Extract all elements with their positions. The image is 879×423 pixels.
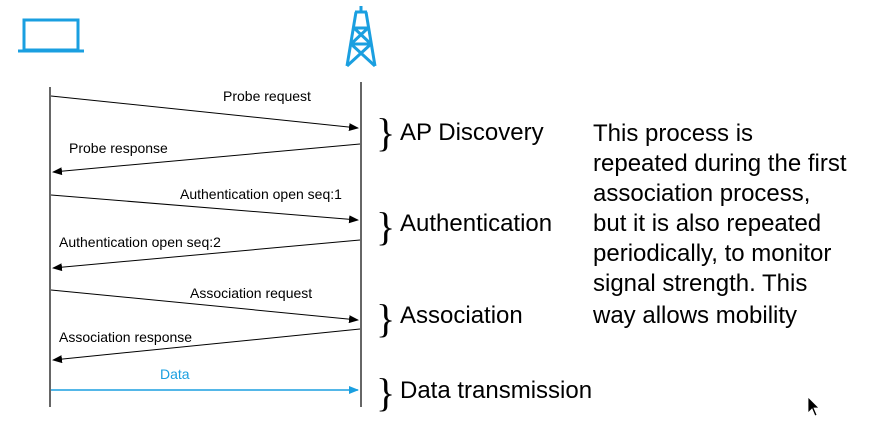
arrow-probe-response: [52, 143, 361, 176]
note-line: way allows mobility: [593, 302, 798, 329]
msg-probe-request: Probe request: [223, 88, 311, 104]
brace-data-transmission: }: [376, 370, 396, 415]
arrow-probe-request: [50, 95, 359, 132]
msg-association-response: Association response: [59, 329, 193, 345]
phase-ap-discovery: AP Discovery: [400, 119, 544, 146]
mouse-cursor-icon: [807, 396, 820, 417]
msg-auth-seq1: Authentication open seq:1: [180, 186, 342, 202]
arrow-association-response: [52, 328, 361, 364]
note-line: repeated during the first: [593, 150, 847, 177]
brace-association: }: [376, 296, 396, 341]
note-line: signal strength. This: [593, 270, 808, 297]
arrow-auth-seq2: [52, 239, 361, 272]
msg-data: Data: [160, 366, 190, 382]
phase-association: Association: [400, 302, 523, 329]
arrow-auth-seq1: [50, 194, 359, 224]
phase-authentication: Authentication: [400, 210, 553, 237]
note-line: association process,: [593, 180, 811, 207]
antenna-tower-icon: [345, 6, 377, 68]
msg-auth-seq2: Authentication open seq:2: [59, 234, 221, 250]
arrow-association-request: [50, 289, 359, 324]
phase-data-transmission: Data transmission: [400, 377, 593, 404]
msg-association-request: Association request: [190, 285, 313, 301]
note-line: periodically, to monitor: [593, 240, 832, 267]
msg-probe-response: Probe response: [69, 140, 168, 156]
note-line: but it is also repeated: [593, 210, 822, 237]
laptop-icon: [18, 18, 84, 53]
note-line: This process is: [593, 120, 754, 147]
brace-ap-discovery: }: [376, 110, 396, 155]
brace-authentication: }: [376, 204, 396, 249]
